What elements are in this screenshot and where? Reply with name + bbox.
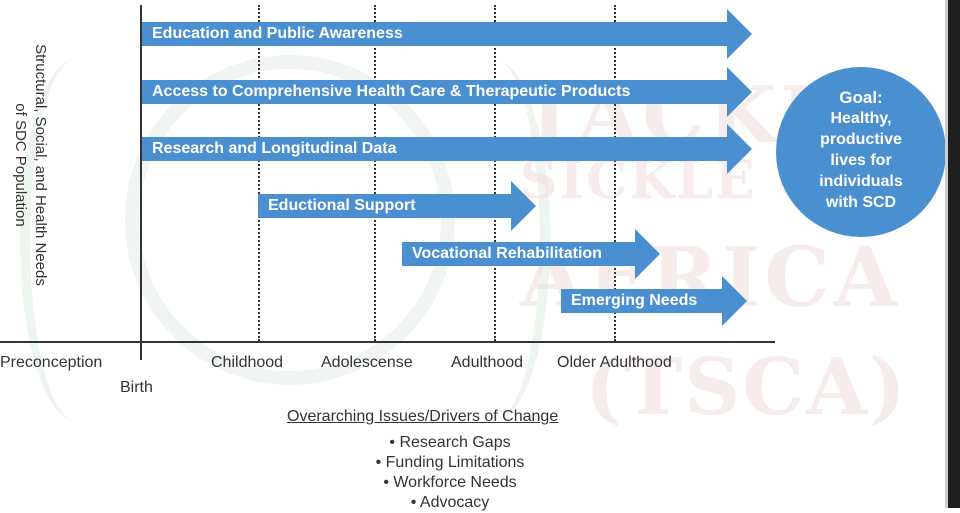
issues-title: Overarching Issues/Drivers of Change (287, 408, 559, 425)
arrow-emerging-needs: Emerging Needs (561, 276, 747, 326)
goal-title: Goal: (839, 88, 883, 107)
stage-adulthood: Adulthood (451, 354, 524, 371)
arrow-educational-support: Eductional Support (258, 181, 536, 231)
watermark-emblem (125, 55, 455, 385)
stage-older-adulthood: Older Adulthood (557, 354, 672, 371)
childhood-divider (258, 5, 260, 341)
screen-edge-highlight (945, 0, 948, 508)
issues-list: • Research Gaps • Funding Limitations • … (300, 433, 600, 513)
issue-item: • Advocacy (410, 494, 490, 511)
stage-preconception: Preconception (0, 354, 103, 371)
adolescence-divider (374, 5, 376, 341)
y-axis-label-line1: Structural, Social, and Health Needs (32, 44, 49, 286)
y-axis-label-line2: of SDC Population (12, 103, 29, 227)
issue-item: • Research Gaps (389, 434, 511, 451)
arrow-research-longitudinal-data: Research and Longitudinal Data (142, 124, 752, 174)
issue-item: • Workforce Needs (383, 474, 517, 491)
adulthood-divider (494, 5, 496, 341)
goal-text-line: lives for (830, 152, 892, 169)
stage-adolescence: Adolescense (321, 354, 413, 371)
arrow-access-health-care: Access to Comprehensive Health Care & Th… (142, 67, 752, 117)
stage-childhood: Childhood (211, 354, 284, 371)
goal-text-line: Healthy, (830, 110, 892, 127)
goal-text-line: individuals (819, 173, 903, 190)
older-adulthood-divider (614, 5, 616, 341)
screen-edge-bezel (948, 0, 960, 508)
stage-birth: Birth (120, 379, 153, 396)
goal-circle: Goal: Healthy, productive lives for indi… (776, 67, 946, 237)
y-axis-label: Structural, Social, and Health Needs of … (10, 15, 50, 315)
goal-text-line: with SCD (825, 194, 897, 211)
y-axis (140, 5, 142, 360)
issue-item: • Funding Limitations (375, 454, 525, 471)
arrow-vocational-rehabilitation: Vocational Rehabilitation (402, 229, 660, 279)
arrow-education-public-awareness: Education and Public Awareness (142, 9, 752, 59)
x-axis (0, 341, 775, 343)
goal-text-line: productive (820, 131, 902, 148)
